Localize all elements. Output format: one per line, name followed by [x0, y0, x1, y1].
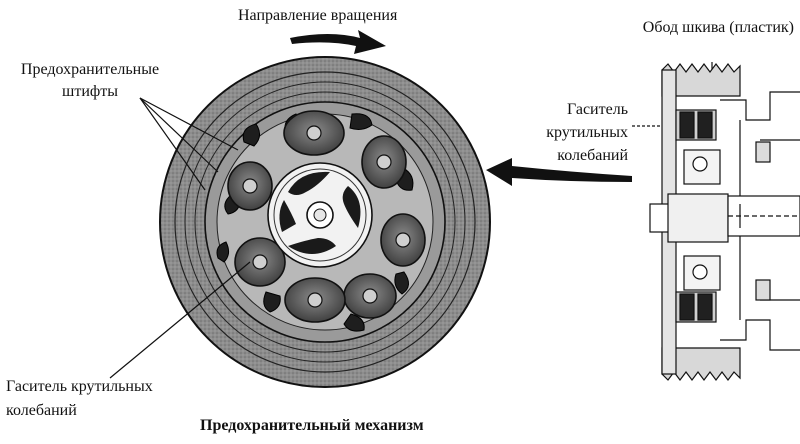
outer-segments [216, 113, 414, 332]
label-damper-bottom-line2: колебаний [6, 402, 77, 419]
label-damper-right-line3: колебаний [557, 147, 628, 164]
pad-holes [242, 125, 411, 308]
label-damper-right-line2: крутильных [546, 124, 628, 141]
view-arrow [486, 158, 632, 186]
label-rotation-direction: Направление вращения [238, 7, 398, 24]
label-safety-pins-line1: Предохранительные [20, 61, 160, 78]
label-damper-bottom-line1: Гаситель крутильных [6, 378, 153, 395]
label-safety-pins-line2: штифты [62, 83, 118, 100]
diagram-caption: Предохранительный механизм [200, 417, 424, 434]
label-damper-right-line1: Гаситель [567, 101, 628, 118]
rotation-arrow [290, 30, 386, 54]
hub [267, 162, 373, 268]
leader-lines [109, 62, 713, 379]
pulley-cross-section [649, 63, 800, 381]
label-pulley-rim: Обод шкива (пластик) [642, 19, 794, 36]
